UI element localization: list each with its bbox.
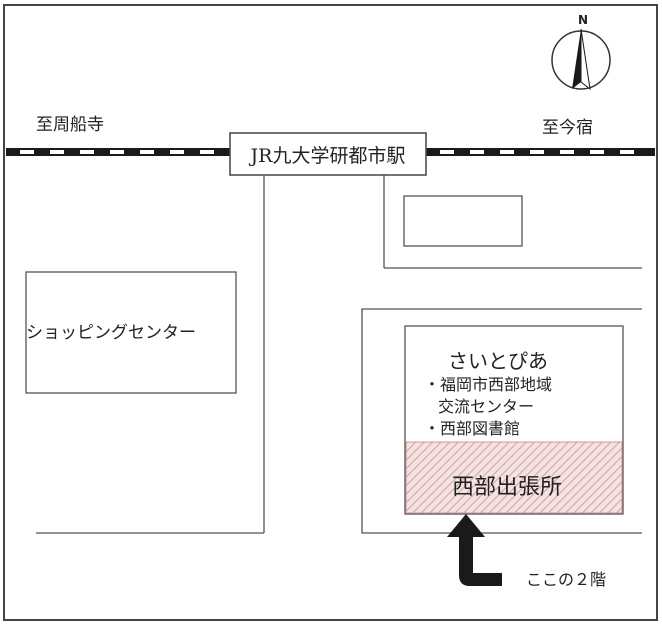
road-lines (36, 160, 642, 534)
map-frame (3, 4, 658, 621)
direction-left-label: 至周船寺 (36, 115, 104, 135)
north-label: N (578, 13, 589, 27)
direction-right-label: 至今宿 (542, 118, 593, 138)
station-box (229, 132, 427, 176)
facility-item: ・福岡市西部地域 (424, 375, 553, 394)
bent-arrow-up-icon (447, 514, 502, 586)
station-label: JR九大学研都市駅 (250, 144, 406, 167)
shopping-center-label: ショッピングセンター (26, 323, 196, 343)
parking-building (403, 195, 523, 247)
west-branch-office-area (405, 441, 623, 514)
facility-item: 交流センター (438, 397, 535, 416)
facility-item: ・西部図書館 (424, 419, 521, 438)
west-branch-office-label: 西部出張所 (452, 475, 563, 500)
shopping-center-building (25, 271, 237, 394)
floor-note: ここの２階 (526, 570, 607, 589)
facility-title: さいとぴあ (448, 349, 548, 373)
north-arrow-icon (551, 28, 611, 91)
